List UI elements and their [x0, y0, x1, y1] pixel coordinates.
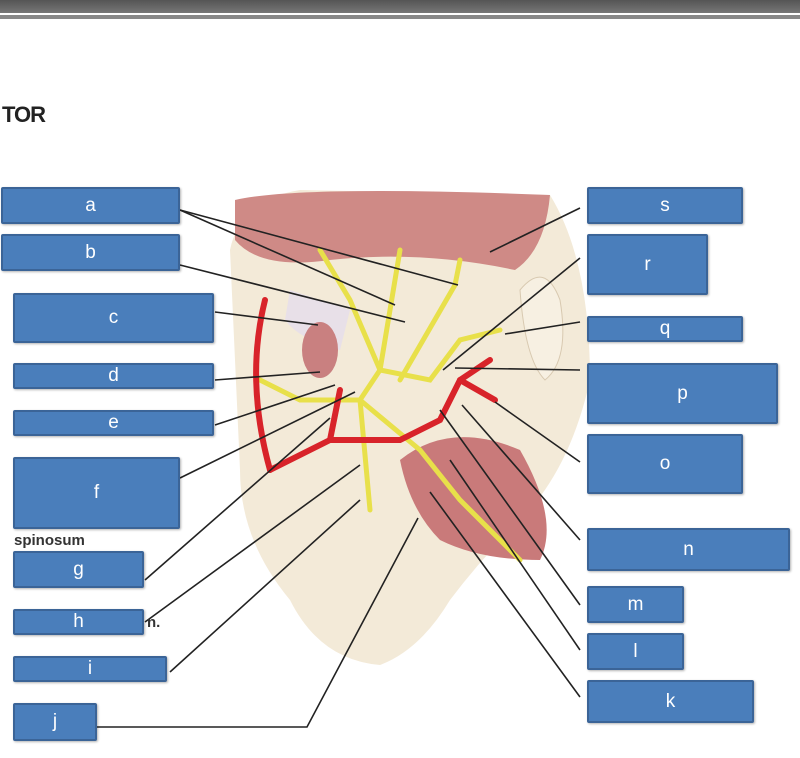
leader-lines — [97, 207, 581, 728]
label-e[interactable]: e — [13, 410, 214, 436]
arteries — [253, 297, 498, 473]
label-m[interactable]: m — [587, 586, 684, 623]
temporalis-muscle — [235, 191, 550, 270]
label-r[interactable]: r — [587, 234, 708, 295]
muscle-stump — [302, 322, 338, 378]
label-h[interactable]: h — [13, 609, 144, 635]
label-b[interactable]: b — [1, 234, 180, 271]
label-s[interactable]: s — [587, 187, 743, 224]
label-p[interactable]: p — [587, 363, 778, 424]
text-fragment-n: n. — [147, 614, 161, 631]
label-l[interactable]: l — [587, 633, 684, 670]
label-g[interactable]: g — [13, 551, 144, 588]
label-a[interactable]: a — [1, 187, 180, 224]
window-top-bar — [0, 0, 800, 13]
label-d[interactable]: d — [13, 363, 214, 389]
page-heading-fragment: TOR — [2, 102, 46, 127]
label-n[interactable]: n — [587, 528, 790, 571]
text-fragment-spinosum: spinosum — [14, 532, 85, 549]
label-c[interactable]: c — [13, 293, 214, 343]
label-j[interactable]: j — [13, 703, 97, 741]
divider — [0, 15, 800, 19]
label-k[interactable]: k — [587, 680, 754, 723]
label-q[interactable]: q — [587, 316, 743, 342]
label-f[interactable]: f — [13, 457, 180, 529]
label-o[interactable]: o — [587, 434, 743, 494]
label-i[interactable]: i — [13, 656, 167, 682]
